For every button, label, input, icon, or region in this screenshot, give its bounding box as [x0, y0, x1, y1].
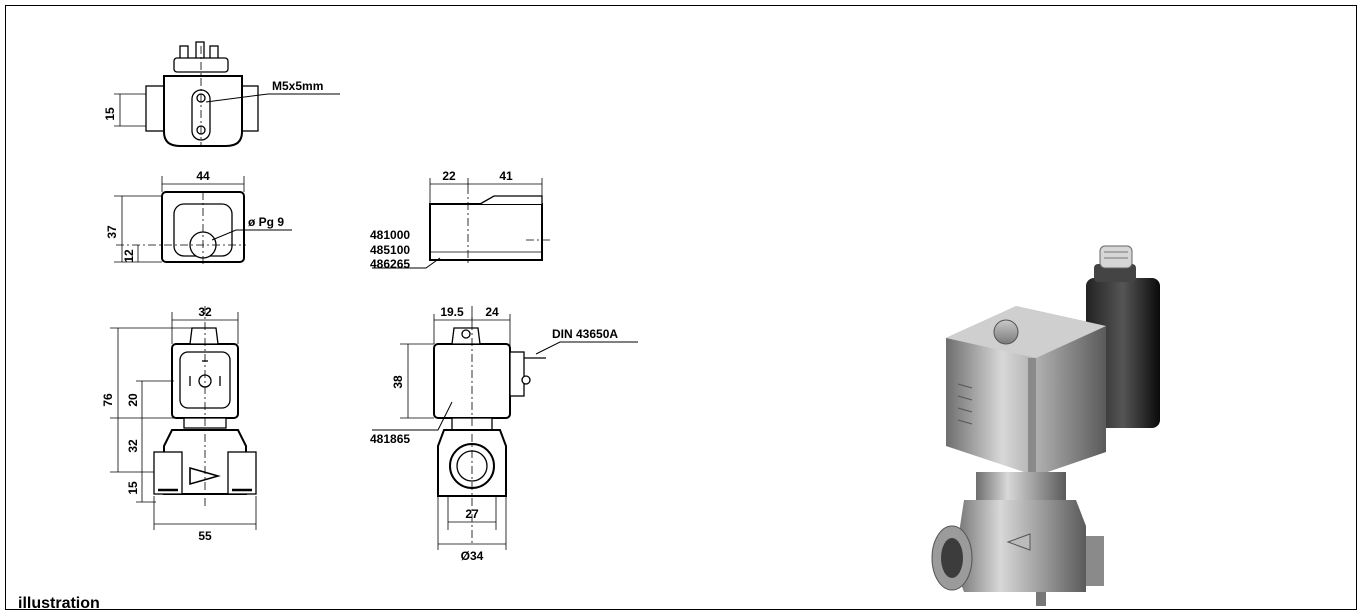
dim-flat-width: 27 — [465, 507, 479, 521]
callout-code-1: 481000 — [370, 228, 410, 242]
figure-caption: illustration — [18, 595, 100, 612]
dim-body-h: 32 — [126, 439, 140, 453]
callout-coil-part: 481865 — [370, 432, 410, 446]
drawing-frame: 15 44 37 12 22 41 32 76 20 32 15 55 19.5… — [5, 5, 1357, 612]
dim-body-coil-width: 32 — [198, 305, 212, 319]
dim-side-a: 19.5 — [440, 305, 464, 319]
dim-side-coil-h: 38 — [391, 375, 405, 389]
dim-body-width: 55 — [198, 529, 212, 543]
dim-gland-offset: 12 — [122, 249, 136, 263]
dim-port-h: 15 — [126, 481, 140, 495]
dim-coil-h-a: 20 — [126, 393, 140, 407]
technical-drawing: 15 44 37 12 22 41 32 76 20 32 15 55 19.5… — [101, 41, 1160, 606]
callout-screw: M5x5mm — [272, 79, 323, 93]
coil-front-view — [114, 176, 292, 264]
callout-code-2: 485100 — [370, 243, 410, 257]
valve-photo — [931, 245, 1160, 606]
dim-top-height: 15 — [103, 107, 117, 121]
dim-diameter: Ø34 — [461, 549, 484, 563]
top-view — [114, 41, 340, 147]
coil-side-view — [372, 178, 552, 269]
callout-cable-gland: ø Pg 9 — [248, 215, 284, 229]
dim-coil-depth-a: 22 — [442, 169, 456, 183]
callout-connector: DIN 43650A — [552, 327, 618, 341]
dim-overall-height: 76 — [101, 393, 115, 407]
dim-side-b: 24 — [485, 305, 499, 319]
valve-side-view — [372, 306, 638, 550]
dim-coil-height: 37 — [105, 225, 119, 239]
valve-front-view — [110, 306, 257, 530]
dim-coil-depth-b: 41 — [499, 169, 513, 183]
dim-coil-width: 44 — [196, 169, 210, 183]
callout-code-3: 486265 — [370, 257, 410, 271]
